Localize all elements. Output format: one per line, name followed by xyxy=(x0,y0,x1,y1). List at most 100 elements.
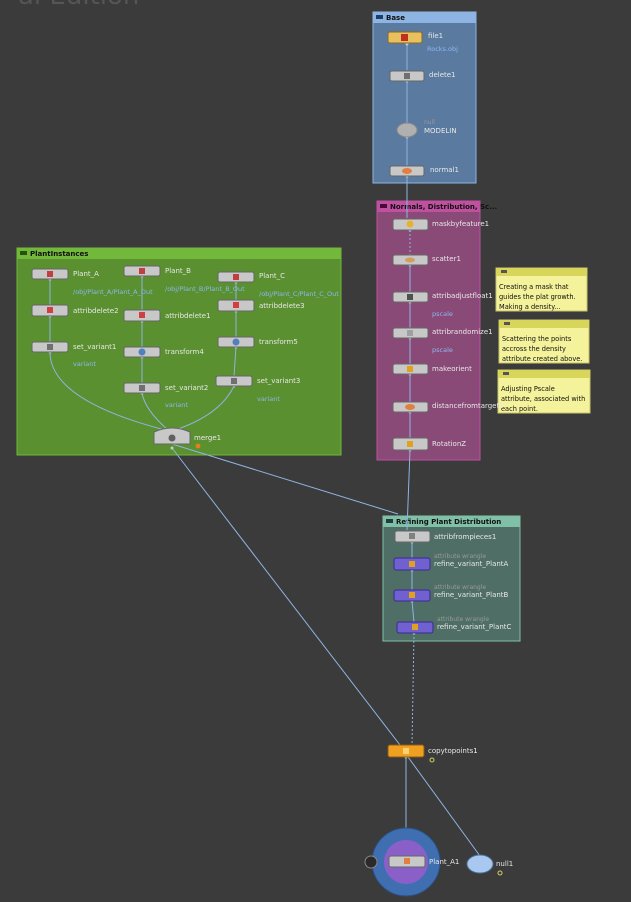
node-copytopoints1[interactable]: copytopoints1 xyxy=(387,744,478,763)
node-label: transform5 xyxy=(259,338,298,346)
node-file1[interactable]: file1 Rocks.obj xyxy=(387,31,458,53)
node-label: maskbyfeature1 xyxy=(432,220,489,228)
copy-icon xyxy=(403,748,409,754)
note-line: Scattering the points xyxy=(502,335,572,343)
node-parameter: Rocks.obj xyxy=(427,45,458,53)
node-modelin[interactable]: null MODELIN xyxy=(396,119,457,138)
node-refine-variant-plantc[interactable]: attribute wrangle refine_variant_PlantC xyxy=(396,616,512,634)
node-refine-variant-planta[interactable]: attribute wrangle refine_variant_PlantA xyxy=(393,553,509,571)
sticky-note[interactable]: Creating a mask that guides the plat gro… xyxy=(495,267,588,312)
node-label: Plant_C xyxy=(259,272,285,280)
node-rotationz[interactable]: RotationZ xyxy=(392,437,466,451)
note-line: guides the plat growth. xyxy=(499,293,576,301)
node-type-tag: attribute wrangle xyxy=(434,584,486,591)
rotate-icon xyxy=(407,441,413,447)
node-makeorient[interactable]: makeorient xyxy=(392,363,472,375)
node-set-variant2[interactable]: set_variant2 variant xyxy=(123,382,208,409)
node-transform4[interactable]: transform4 xyxy=(123,346,204,358)
null-icon xyxy=(396,122,418,138)
wires xyxy=(49,44,481,857)
node-label: null1 xyxy=(496,860,513,868)
transform-icon xyxy=(232,338,240,346)
node-attribfrompieces1[interactable]: attribfrompieces1 xyxy=(394,530,496,543)
node-plant-a1[interactable]: Plant_A1 xyxy=(364,827,459,897)
note-line: attribute created above. xyxy=(502,355,582,363)
merge-icon xyxy=(168,434,176,442)
node-transform5[interactable]: transform5 xyxy=(217,336,298,348)
node-distancefromtarget1[interactable]: distancefromtarget1 xyxy=(392,401,504,413)
node-null1[interactable]: null1 xyxy=(466,854,513,876)
wrangle-icon xyxy=(139,385,145,391)
node-label: merge1 xyxy=(194,434,221,442)
node-type-tag: null xyxy=(424,119,435,126)
node-plant-b[interactable]: Plant_B /obj/Plant_B/Plant_B_Out xyxy=(123,265,245,293)
node-parameter: pscale xyxy=(432,346,453,354)
network-box-title: Refining Plant Distribution xyxy=(396,518,501,526)
node-label: set_variant1 xyxy=(73,343,116,351)
network-box-title: Normals, Distribution, Sc... xyxy=(390,203,497,211)
node-label: refine_variant_PlantA xyxy=(434,560,509,568)
delete-icon xyxy=(404,73,410,79)
node-merge1[interactable]: merge1 xyxy=(153,427,221,449)
random-icon xyxy=(407,330,413,336)
network-box-title: PlantInstances xyxy=(30,250,88,258)
node-scatter1[interactable]: scatter1 xyxy=(392,254,461,266)
network-box-plantinstances[interactable]: PlantInstances xyxy=(16,247,342,456)
node-label: copytopoints1 xyxy=(428,747,478,755)
collapse-icon[interactable] xyxy=(376,15,383,19)
node-label: transform4 xyxy=(165,348,204,356)
attrib-icon xyxy=(409,533,415,539)
node-label: Plant_B xyxy=(165,267,191,275)
node-attribadjustfloat1[interactable]: attribadjustfloat1 pscale xyxy=(392,291,493,318)
wrangle-icon xyxy=(47,344,53,350)
minus-icon[interactable] xyxy=(364,855,378,869)
node-set-variant3[interactable]: set_variant3 variant xyxy=(215,375,300,403)
node-set-variant1[interactable]: set_variant1 variant xyxy=(31,341,116,368)
flag-icon[interactable] xyxy=(429,757,435,763)
node-label: makeorient xyxy=(432,365,472,373)
node-parameter: variant xyxy=(73,360,96,368)
node-parameter: /obj/Plant_B/Plant_B_Out xyxy=(165,285,245,293)
node-parameter: /obj/Plant_C/Plant_C_Out xyxy=(259,290,339,298)
node-label: scatter1 xyxy=(432,255,461,263)
sticky-note[interactable]: Adjusting Pscale attribute, associated w… xyxy=(497,369,591,414)
node-label: attribdelete3 xyxy=(259,302,305,310)
node-label: attribfrompieces1 xyxy=(434,533,496,541)
node-parameter: /obj/Plant_A/Plant_A_Out xyxy=(73,288,153,296)
edition-watermark: al Edition xyxy=(18,0,139,11)
collapse-icon[interactable] xyxy=(386,519,393,523)
node-attribdelete1[interactable]: attribdelete1 xyxy=(123,309,211,322)
node-plant-a[interactable]: Plant_A /obj/Plant_A/Plant_A_Out xyxy=(31,268,153,296)
node-label: file1 xyxy=(428,32,443,40)
node-attribdelete3[interactable]: attribdelete3 xyxy=(217,299,305,312)
normal-icon xyxy=(402,168,412,174)
attrib-icon xyxy=(407,294,413,300)
node-label: MODELIN xyxy=(424,127,457,135)
flag-icon[interactable] xyxy=(497,870,503,876)
collapse-icon[interactable] xyxy=(380,204,387,208)
node-plant-c[interactable]: Plant_C /obj/Plant_C/Plant_C_Out xyxy=(217,271,339,298)
wrangle-icon xyxy=(409,561,415,567)
node-parameter: pscale xyxy=(432,310,453,318)
orient-icon xyxy=(407,366,413,372)
mask-icon xyxy=(406,220,414,228)
object-icon xyxy=(404,858,410,864)
node-normal1[interactable]: normal1 xyxy=(389,165,459,177)
node-attribrandomize1[interactable]: attribrandomize1 pscale xyxy=(392,327,493,354)
node-label: distancefromtarget1 xyxy=(432,402,504,410)
node-attribdelete2[interactable]: attribdelete2 xyxy=(31,304,119,317)
node-delete1[interactable]: delete1 xyxy=(389,70,456,82)
note-line: Making a density... xyxy=(499,303,561,311)
object-merge-icon xyxy=(233,274,239,280)
collapse-icon[interactable] xyxy=(20,251,27,255)
null-icon xyxy=(466,854,494,874)
node-label: attribadjustfloat1 xyxy=(432,292,493,300)
sticky-note[interactable]: Scattering the points accross the densit… xyxy=(498,319,590,364)
file-icon xyxy=(401,34,408,41)
node-refine-variant-plantb[interactable]: attribute wrangle refine_variant_PlantB xyxy=(393,584,509,602)
node-maskbyfeature1[interactable]: maskbyfeature1 xyxy=(392,218,489,231)
bypass-flag-icon[interactable] xyxy=(195,443,201,449)
object-merge-icon xyxy=(139,268,145,274)
node-label: refine_variant_PlantC xyxy=(437,623,512,631)
